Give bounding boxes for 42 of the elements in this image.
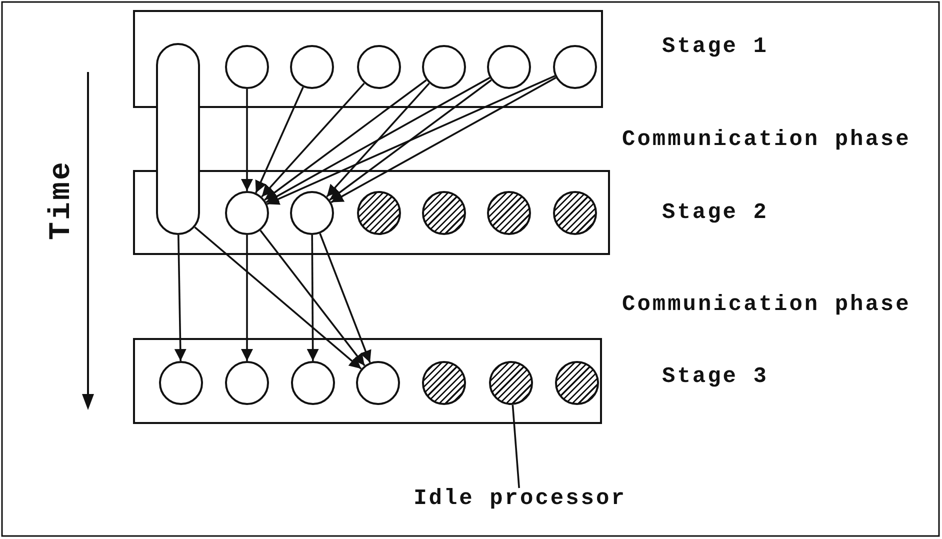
- axis-label: Time: [47, 160, 77, 240]
- processor-circle: [225, 45, 269, 89]
- arrow: [174, 234, 186, 362]
- idle-processor-circle: [357, 191, 401, 235]
- processor-circle: [225, 191, 269, 235]
- processor-circle: [290, 191, 334, 235]
- processor-circle: [356, 361, 400, 405]
- idle-processor-circle: [422, 191, 466, 235]
- arrow: [255, 86, 304, 194]
- phase-label: Communication phase: [622, 294, 911, 316]
- arrow: [326, 82, 430, 198]
- processor-circle: [291, 361, 335, 405]
- idle-processor-circle: [489, 361, 533, 405]
- arrow: [264, 79, 427, 201]
- idle-processor-circle: [553, 191, 597, 235]
- processor-circle: [290, 45, 334, 89]
- arrow: [241, 235, 253, 361]
- arrow: [319, 233, 372, 363]
- idle-processor-circle: [487, 191, 531, 235]
- processor-circle: [422, 45, 466, 89]
- processor-circle: [487, 45, 531, 89]
- processor-circle: [357, 45, 401, 89]
- leader-line: [512, 404, 520, 488]
- processor-circle: [225, 361, 269, 405]
- arrow: [329, 79, 492, 201]
- idle-processor-circle: [422, 361, 466, 405]
- processor-circle: [159, 361, 203, 405]
- idle-processor-circle: [555, 361, 599, 405]
- phase-label: Communication phase: [622, 129, 911, 151]
- arrow: [261, 82, 365, 198]
- arrow: [266, 75, 556, 205]
- arrow: [266, 76, 490, 204]
- arrow: [330, 76, 556, 204]
- callout-text: Idle processor: [414, 488, 626, 510]
- arrow: [306, 235, 319, 361]
- processor-circle: [553, 45, 597, 89]
- stage-label: Stage 1: [662, 36, 768, 58]
- arrow: [260, 230, 366, 366]
- arrow: [194, 226, 362, 370]
- stage-label: Stage 3: [662, 366, 768, 388]
- arrow: [241, 89, 253, 191]
- stage-label: Stage 2: [662, 202, 768, 224]
